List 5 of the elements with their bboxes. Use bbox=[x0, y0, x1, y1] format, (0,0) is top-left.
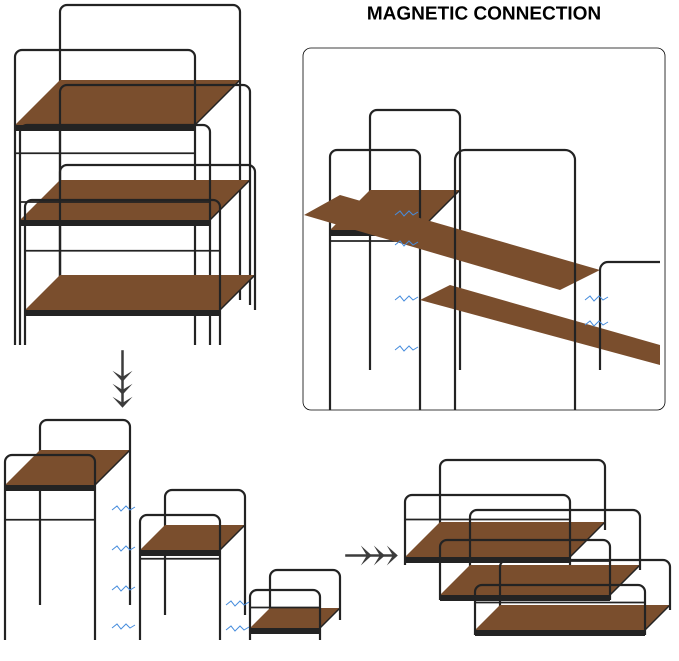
shelf-drawing bbox=[404, 458, 672, 636]
title: MAGNETIC CONNECTION bbox=[368, 6, 600, 20]
shelf-drawing bbox=[4, 418, 342, 640]
shelf-drawing bbox=[14, 4, 256, 345]
closeup-drawing bbox=[302, 48, 666, 410]
